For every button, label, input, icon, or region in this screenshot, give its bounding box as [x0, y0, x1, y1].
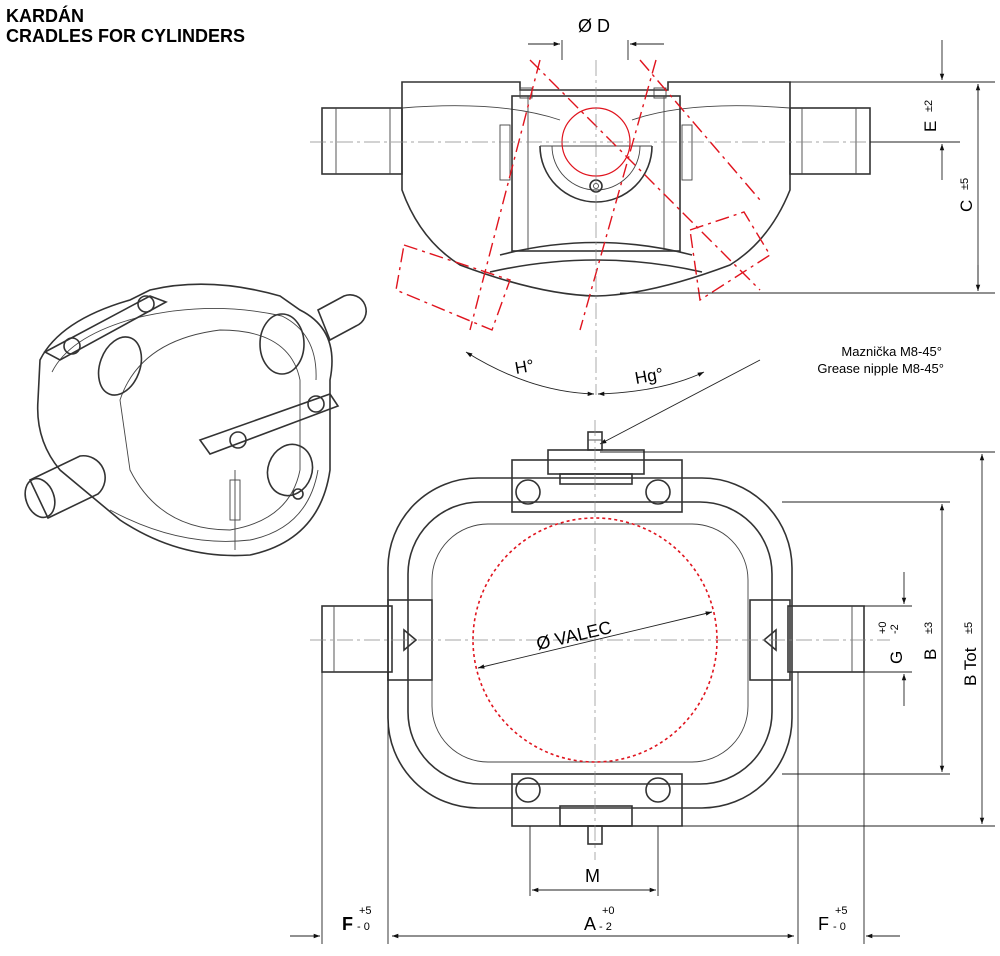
iso-grease-nipple	[292, 488, 304, 500]
grease-nipple-callout: Maznička M8-45° Grease nipple M8-45°	[599, 344, 944, 445]
swing-line-right	[529, 59, 761, 291]
label-f-right-tol-minus: - 0	[833, 921, 846, 933]
right-trunnion-plan	[787, 605, 865, 673]
top-clamp-plan	[511, 459, 683, 513]
label-f-left: F	[342, 914, 353, 934]
title-line-1: KARDÁN	[6, 6, 84, 26]
iso-trunnion-left	[28, 454, 106, 520]
label-f-left-tol-minus: - 0	[357, 921, 370, 933]
left-trunnion-plan	[321, 605, 393, 673]
label-f-left-tol-plus: +5	[359, 905, 372, 917]
dimension-m: M	[529, 826, 659, 896]
iso-trunnion-right	[316, 294, 367, 342]
label-nipple-cz: Maznička M8-45°	[841, 344, 942, 359]
iso-clamp-right	[198, 393, 340, 455]
label-nipple-en: Grease nipple M8-45°	[817, 361, 944, 376]
isometric-view	[24, 283, 367, 557]
front-view	[310, 59, 880, 395]
label-g-tol-plus: +0	[877, 621, 889, 634]
frame-inner	[407, 501, 773, 785]
iso-ring-outer	[36, 283, 333, 557]
swing-block-left	[395, 244, 511, 331]
label-c-tol: ±5	[959, 178, 971, 190]
label-b-tol: ±3	[923, 622, 935, 634]
label-btot-tol: ±5	[963, 622, 975, 634]
dimension-g-b-btot: G +0 -2 B ±3 B Tot ±5	[600, 451, 995, 827]
cradle-body-front	[401, 81, 791, 297]
frame-outer	[387, 477, 793, 809]
label-m: M	[585, 866, 600, 886]
label-e: E	[921, 121, 940, 132]
title-line-2: CRADLES FOR CYLINDERS	[6, 26, 246, 46]
label-h: H°	[513, 356, 535, 378]
label-a-tol-plus: +0	[602, 905, 615, 917]
dimension-d: Ø D	[528, 16, 664, 60]
iso-clamp-left	[43, 295, 168, 361]
label-e-tol: ±2	[923, 100, 935, 112]
swing-block-right	[689, 211, 771, 302]
label-g: G	[887, 651, 906, 664]
dimension-a-f: F +5 - 0 A +0 - 2 F +5 - 0	[290, 672, 900, 944]
label-valec: Ø VALEC	[534, 617, 613, 654]
label-d: Ø D	[578, 16, 610, 36]
page-title: KARDÁN CRADLES FOR CYLINDERS	[6, 6, 245, 46]
iso-bolt	[137, 295, 155, 313]
label-btot: B Tot	[961, 647, 980, 686]
label-f-right-tol-plus: +5	[835, 905, 848, 917]
label-c: C	[957, 200, 976, 212]
plan-view: Ø VALEC	[310, 420, 890, 860]
label-f-right: F	[818, 914, 829, 934]
dimension-angles: H° Hg°	[465, 351, 705, 397]
label-a-tol-minus: - 2	[599, 921, 612, 933]
label-b: B	[921, 649, 940, 660]
label-a: A	[584, 914, 596, 934]
swing-line-left	[469, 59, 657, 331]
label-g-tol-minus: -2	[889, 624, 901, 634]
dimension-e-c: E ±2 C ±5	[620, 40, 995, 294]
label-hg: Hg°	[633, 364, 664, 388]
